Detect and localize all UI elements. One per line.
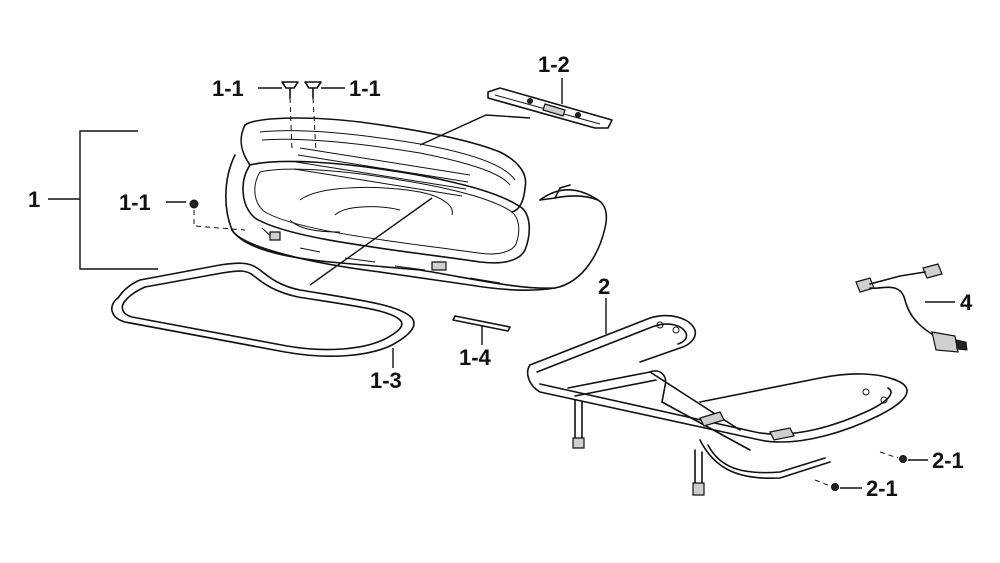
callout-2-1-lower: 2-1 xyxy=(866,476,898,501)
callout-4: 4 xyxy=(960,290,973,315)
wire-harness xyxy=(855,263,968,353)
storage-box-body xyxy=(225,117,608,291)
callout-1: 1 xyxy=(28,187,40,212)
callout-1-3: 1-3 xyxy=(370,368,402,393)
callout-1-4: 1-4 xyxy=(459,345,492,370)
bolt-upper xyxy=(879,451,928,463)
callout-1-2: 1-2 xyxy=(538,52,570,77)
seal-gasket xyxy=(111,262,415,368)
callout-1-1-side: 1-1 xyxy=(119,190,151,215)
screw-top-right xyxy=(304,81,322,153)
screw-top-left xyxy=(281,81,299,151)
callout-2-1-upper: 2-1 xyxy=(932,448,964,473)
assembly-bracket xyxy=(48,130,158,270)
carrier-rack xyxy=(526,298,908,496)
rod xyxy=(452,315,511,345)
screw-side xyxy=(166,199,246,231)
callout-2: 2 xyxy=(598,274,610,299)
bolt-lower xyxy=(814,479,862,491)
lid-bracket xyxy=(419,78,613,146)
callout-1-1-top-left: 1-1 xyxy=(212,76,244,101)
callout-1-1-top-right: 1-1 xyxy=(349,76,381,101)
